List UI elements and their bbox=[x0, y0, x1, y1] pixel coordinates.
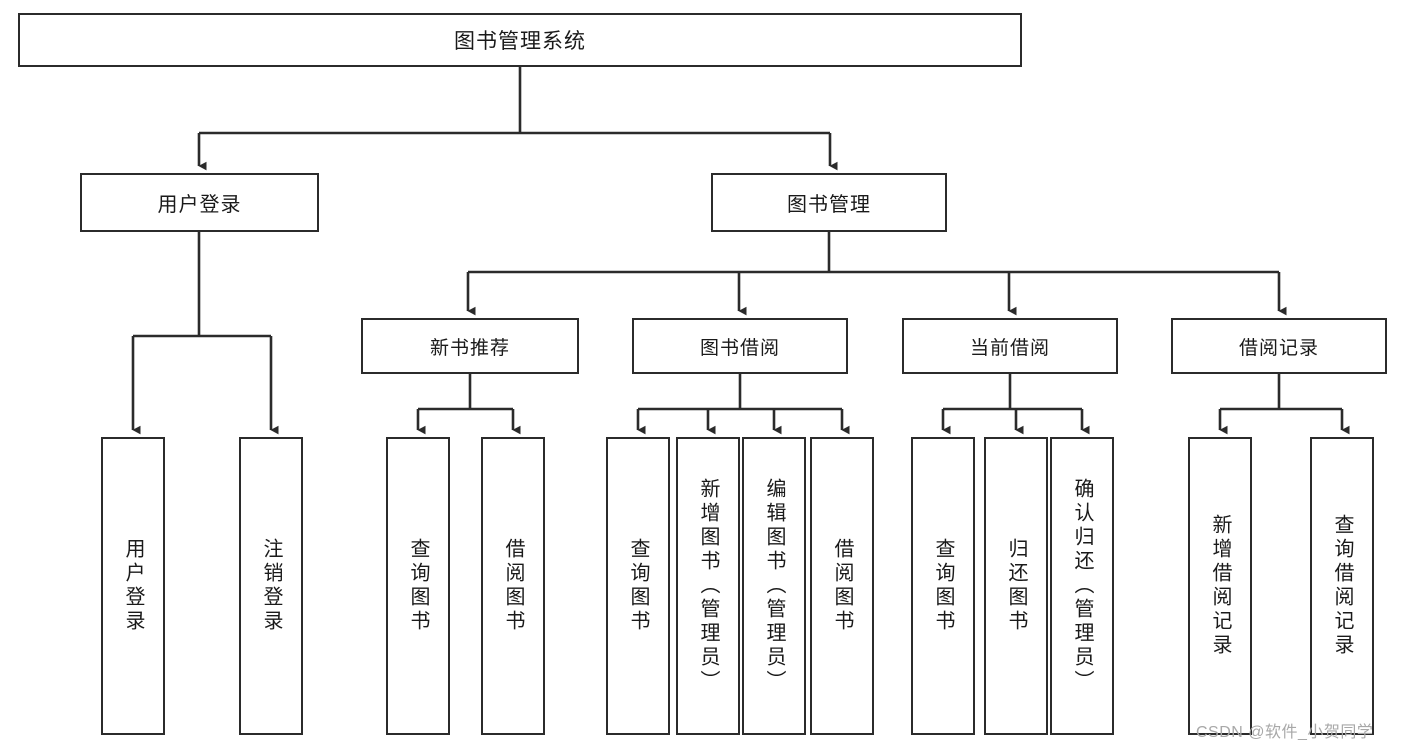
node-current-borrow[interactable]: 当前借阅 bbox=[902, 318, 1118, 374]
node-leaf-query-book-3-label: 查询图书 bbox=[932, 538, 954, 634]
node-leaf-query-book-1[interactable]: 查询图书 bbox=[386, 437, 450, 735]
node-leaf-return-book[interactable]: 归还图书 bbox=[984, 437, 1048, 735]
node-leaf-confirm-return[interactable]: 确认归还（管理员） bbox=[1050, 437, 1114, 735]
node-new-book-recommend-label: 新书推荐 bbox=[429, 337, 510, 359]
node-leaf-edit-book[interactable]: 编辑图书（管理员） bbox=[742, 437, 806, 735]
node-book-manage[interactable]: 图书管理 bbox=[711, 173, 947, 232]
node-leaf-edit-book-label: 编辑图书（管理员） bbox=[763, 478, 785, 694]
node-leaf-add-book[interactable]: 新增图书（管理员） bbox=[676, 437, 740, 735]
node-leaf-confirm-return-label: 确认归还（管理员） bbox=[1071, 478, 1093, 694]
node-leaf-user-login[interactable]: 用户登录 bbox=[101, 437, 165, 735]
node-leaf-borrow-book-2-label: 借阅图书 bbox=[831, 538, 853, 634]
node-leaf-return-book-label: 归还图书 bbox=[1005, 538, 1027, 634]
node-leaf-query-book-2[interactable]: 查询图书 bbox=[606, 437, 670, 735]
node-leaf-query-record-label: 查询借阅记录 bbox=[1331, 514, 1353, 658]
node-user-login[interactable]: 用户登录 bbox=[80, 173, 319, 232]
node-leaf-add-record[interactable]: 新增借阅记录 bbox=[1188, 437, 1252, 735]
node-leaf-user-login-label: 用户登录 bbox=[122, 538, 144, 634]
node-book-borrow-label: 图书借阅 bbox=[699, 337, 780, 359]
node-book-borrow[interactable]: 图书借阅 bbox=[632, 318, 848, 374]
node-leaf-logout[interactable]: 注销登录 bbox=[239, 437, 303, 735]
csdn-watermark: CSDN @软件_小贺同学 bbox=[1196, 724, 1374, 741]
node-book-manage-label: 图书管理 bbox=[787, 194, 871, 216]
node-leaf-borrow-book-1[interactable]: 借阅图书 bbox=[481, 437, 545, 735]
node-borrow-record-label: 借阅记录 bbox=[1238, 337, 1319, 359]
node-leaf-add-book-label: 新增图书（管理员） bbox=[697, 478, 719, 694]
node-root[interactable]: 图书管理系统 bbox=[18, 13, 1022, 67]
node-leaf-borrow-book-2[interactable]: 借阅图书 bbox=[810, 437, 874, 735]
node-leaf-logout-label: 注销登录 bbox=[260, 538, 282, 634]
node-leaf-borrow-book-1-label: 借阅图书 bbox=[502, 538, 524, 634]
node-leaf-query-record[interactable]: 查询借阅记录 bbox=[1310, 437, 1374, 735]
node-leaf-query-book-1-label: 查询图书 bbox=[407, 538, 429, 634]
node-leaf-query-book-3[interactable]: 查询图书 bbox=[911, 437, 975, 735]
node-root-label: 图书管理系统 bbox=[454, 30, 586, 53]
node-borrow-record[interactable]: 借阅记录 bbox=[1171, 318, 1387, 374]
node-leaf-add-record-label: 新增借阅记录 bbox=[1209, 514, 1231, 658]
node-current-borrow-label: 当前借阅 bbox=[969, 337, 1050, 359]
node-new-book-recommend[interactable]: 新书推荐 bbox=[361, 318, 579, 374]
node-user-login-label: 用户登录 bbox=[157, 194, 242, 216]
node-leaf-query-book-2-label: 查询图书 bbox=[627, 538, 649, 634]
